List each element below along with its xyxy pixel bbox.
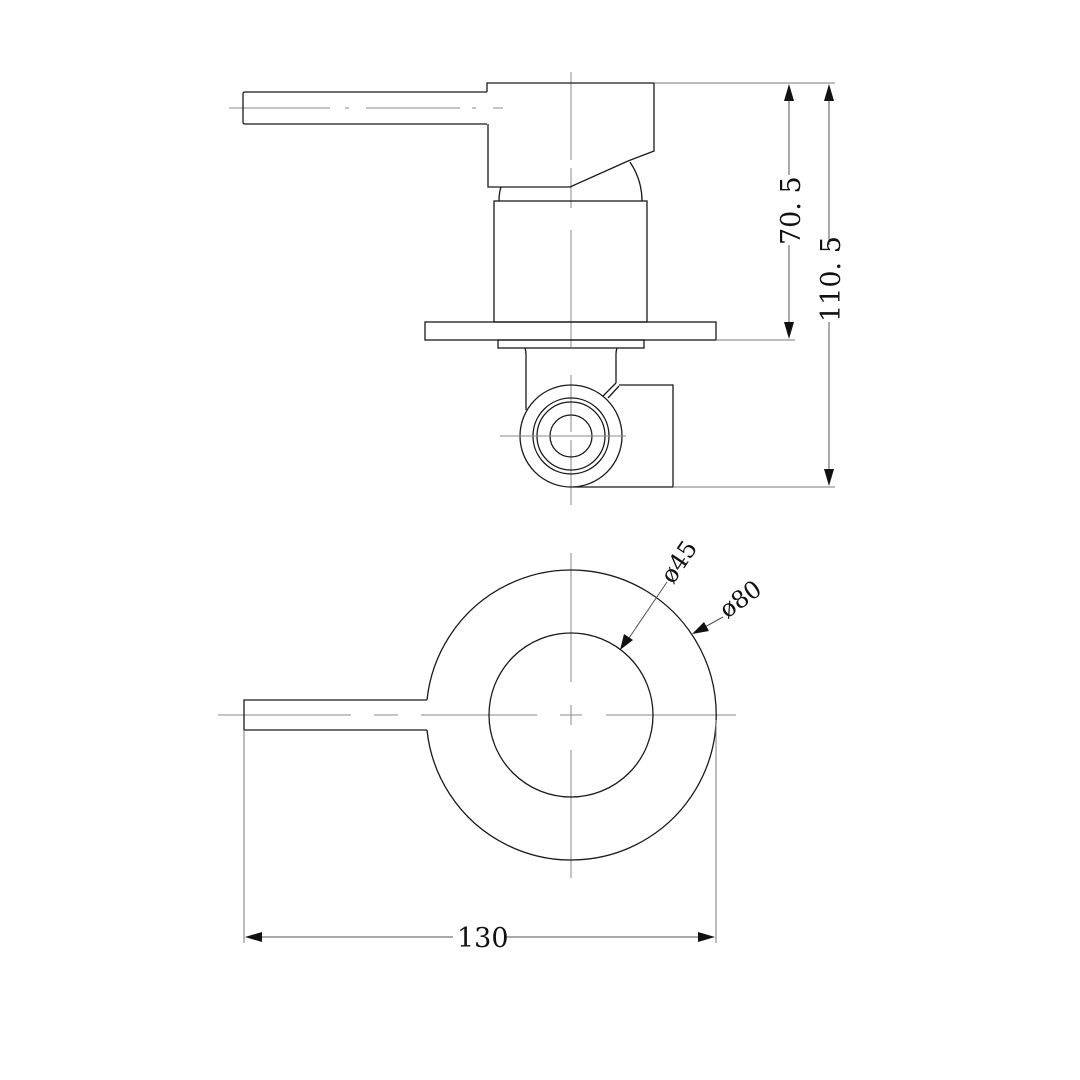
- side-dome-right: [629, 161, 643, 202]
- arrow-inner-diameter: [620, 634, 633, 650]
- arrow-down-110-5: [824, 469, 834, 486]
- arrow-up-110-5: [824, 84, 834, 101]
- side-flange: [497, 339, 645, 349]
- dim-text-height-to-plate: 70. 5: [776, 176, 807, 245]
- leader-outer-diameter: [702, 616, 724, 629]
- side-dome-left: [498, 186, 502, 202]
- dim-text-total-height: 110. 5: [816, 236, 847, 322]
- arrow-down-70-5: [784, 322, 794, 339]
- arrow-outer-diameter: [692, 622, 709, 634]
- side-handle-body: [486, 82, 655, 188]
- front-view: ø45 ø80: [218, 535, 767, 878]
- dim-text-inner-diameter: ø45: [655, 535, 703, 588]
- dim-text-overall-width: 130: [457, 923, 509, 954]
- front-outer-plate-circle: [426, 569, 717, 861]
- dim-text-outer-diameter: ø80: [714, 575, 767, 624]
- front-inner-circle: [488, 632, 654, 798]
- side-stem-right: [615, 347, 618, 383]
- side-lever-handle: [242, 91, 487, 125]
- arrow-right-130: [698, 932, 715, 942]
- arrow-left-130: [245, 932, 262, 942]
- width-dimension: 130: [243, 720, 717, 954]
- side-view: [229, 72, 717, 505]
- leader-inner-diameter: [626, 581, 668, 642]
- side-diagonal-connector: [602, 382, 620, 399]
- arrow-up-70-5: [784, 84, 794, 101]
- front-lever-handle: [243, 699, 427, 731]
- side-dimensions: 70. 5 110. 5: [654, 82, 847, 488]
- side-stem-left: [524, 347, 527, 410]
- side-valve-box: [573, 384, 674, 488]
